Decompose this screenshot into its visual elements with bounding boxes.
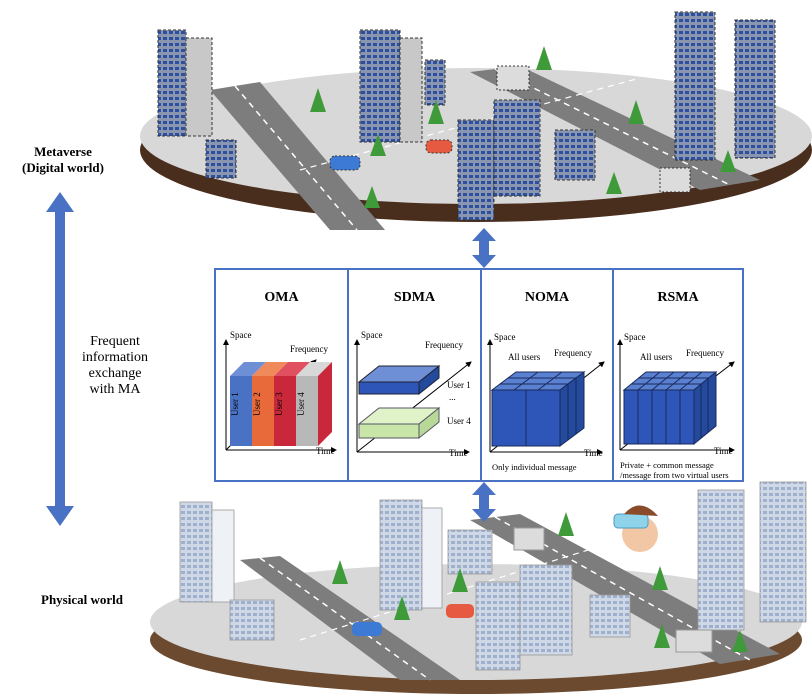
digital-cars xyxy=(329,65,691,193)
top-small-arrow xyxy=(472,228,496,268)
metaverse-label: Metaverse (Digital world) xyxy=(8,144,118,176)
oma-user-4: User 4 xyxy=(296,392,306,416)
oma-title: OMA xyxy=(264,290,299,305)
exchange-line2: information xyxy=(81,350,149,365)
sdma-dots: ... xyxy=(449,392,456,402)
sdma-title: SDMA xyxy=(393,290,436,305)
rsma-caption-line1: Private + common message xyxy=(620,460,714,470)
digital-buildings xyxy=(157,11,776,221)
noma-title: NOMA xyxy=(524,290,570,305)
oma-user-blocks xyxy=(230,362,332,446)
metaverse-line2: (Digital world) xyxy=(22,160,104,175)
physical-buildings xyxy=(179,481,807,671)
multiple-access-panels: OMA Space Frequency Time User 1 User 2 U… xyxy=(214,268,744,482)
rsma-caption-line2: /message from two virtual users xyxy=(620,470,729,480)
exchange-label: Frequent information exchange with MA xyxy=(60,334,170,398)
noma-frequency-label: Frequency xyxy=(554,348,592,358)
noma-space-label: Space xyxy=(494,332,516,342)
oma-frequency-label: Frequency xyxy=(290,344,328,354)
physical-world-label: Physical world xyxy=(12,592,152,608)
exchange-double-arrow xyxy=(46,192,74,526)
sdma-time-label: Time xyxy=(449,448,468,458)
sdma-user-1: User 1 xyxy=(447,380,471,390)
rsma-block xyxy=(622,370,718,446)
noma-panel: NOMA Space All users Frequency Time Only… xyxy=(482,270,614,480)
rsma-panel: RSMA Space All users Frequency Time Priv… xyxy=(614,270,742,480)
oma-panel: OMA Space Frequency Time User 1 User 2 U… xyxy=(216,270,349,480)
noma-diagram xyxy=(487,339,605,455)
rsma-frequency-label: Frequency xyxy=(686,348,724,358)
noma-caption: Only individual message xyxy=(492,462,577,472)
oma-diagram xyxy=(223,339,337,453)
exchange-line3: exchange xyxy=(88,366,142,381)
oma-user-2: User 2 xyxy=(252,392,262,416)
bottom-small-arrow xyxy=(472,482,496,522)
metaverse-line1: Metaverse xyxy=(34,144,92,159)
rsma-time-label: Time xyxy=(714,446,733,456)
oma-user-3: User 3 xyxy=(274,392,284,416)
physical-cars xyxy=(352,527,713,653)
sdma-frequency-label: Frequency xyxy=(425,340,463,350)
rsma-all-users-label: All users xyxy=(640,352,673,362)
digital-trees xyxy=(310,46,736,208)
sdma-diagram xyxy=(354,339,472,455)
sdma-bottom-slab xyxy=(357,406,441,440)
physical-world-text: Physical world xyxy=(41,592,123,607)
sdma-top-slab xyxy=(357,364,441,396)
noma-block xyxy=(490,371,586,447)
rsma-diagram xyxy=(617,339,735,453)
noma-all-users-label: All users xyxy=(508,352,541,362)
exchange-line4: with MA xyxy=(89,382,141,397)
physical-trees xyxy=(332,512,748,652)
sdma-user-4: User 4 xyxy=(447,416,471,426)
noma-time-label: Time xyxy=(584,448,603,458)
oma-space-label: Space xyxy=(230,330,252,340)
rsma-title: RSMA xyxy=(657,290,699,305)
oma-user-1: User 1 xyxy=(230,392,240,416)
oma-time-label: Time xyxy=(316,446,335,456)
vr-user-icon xyxy=(613,505,658,552)
sdma-panel: SDMA Space Frequency User 1 ... User 4 T… xyxy=(349,270,482,480)
exchange-line1: Frequent xyxy=(90,334,140,349)
rsma-space-label: Space xyxy=(624,332,646,342)
sdma-space-label: Space xyxy=(361,330,383,340)
